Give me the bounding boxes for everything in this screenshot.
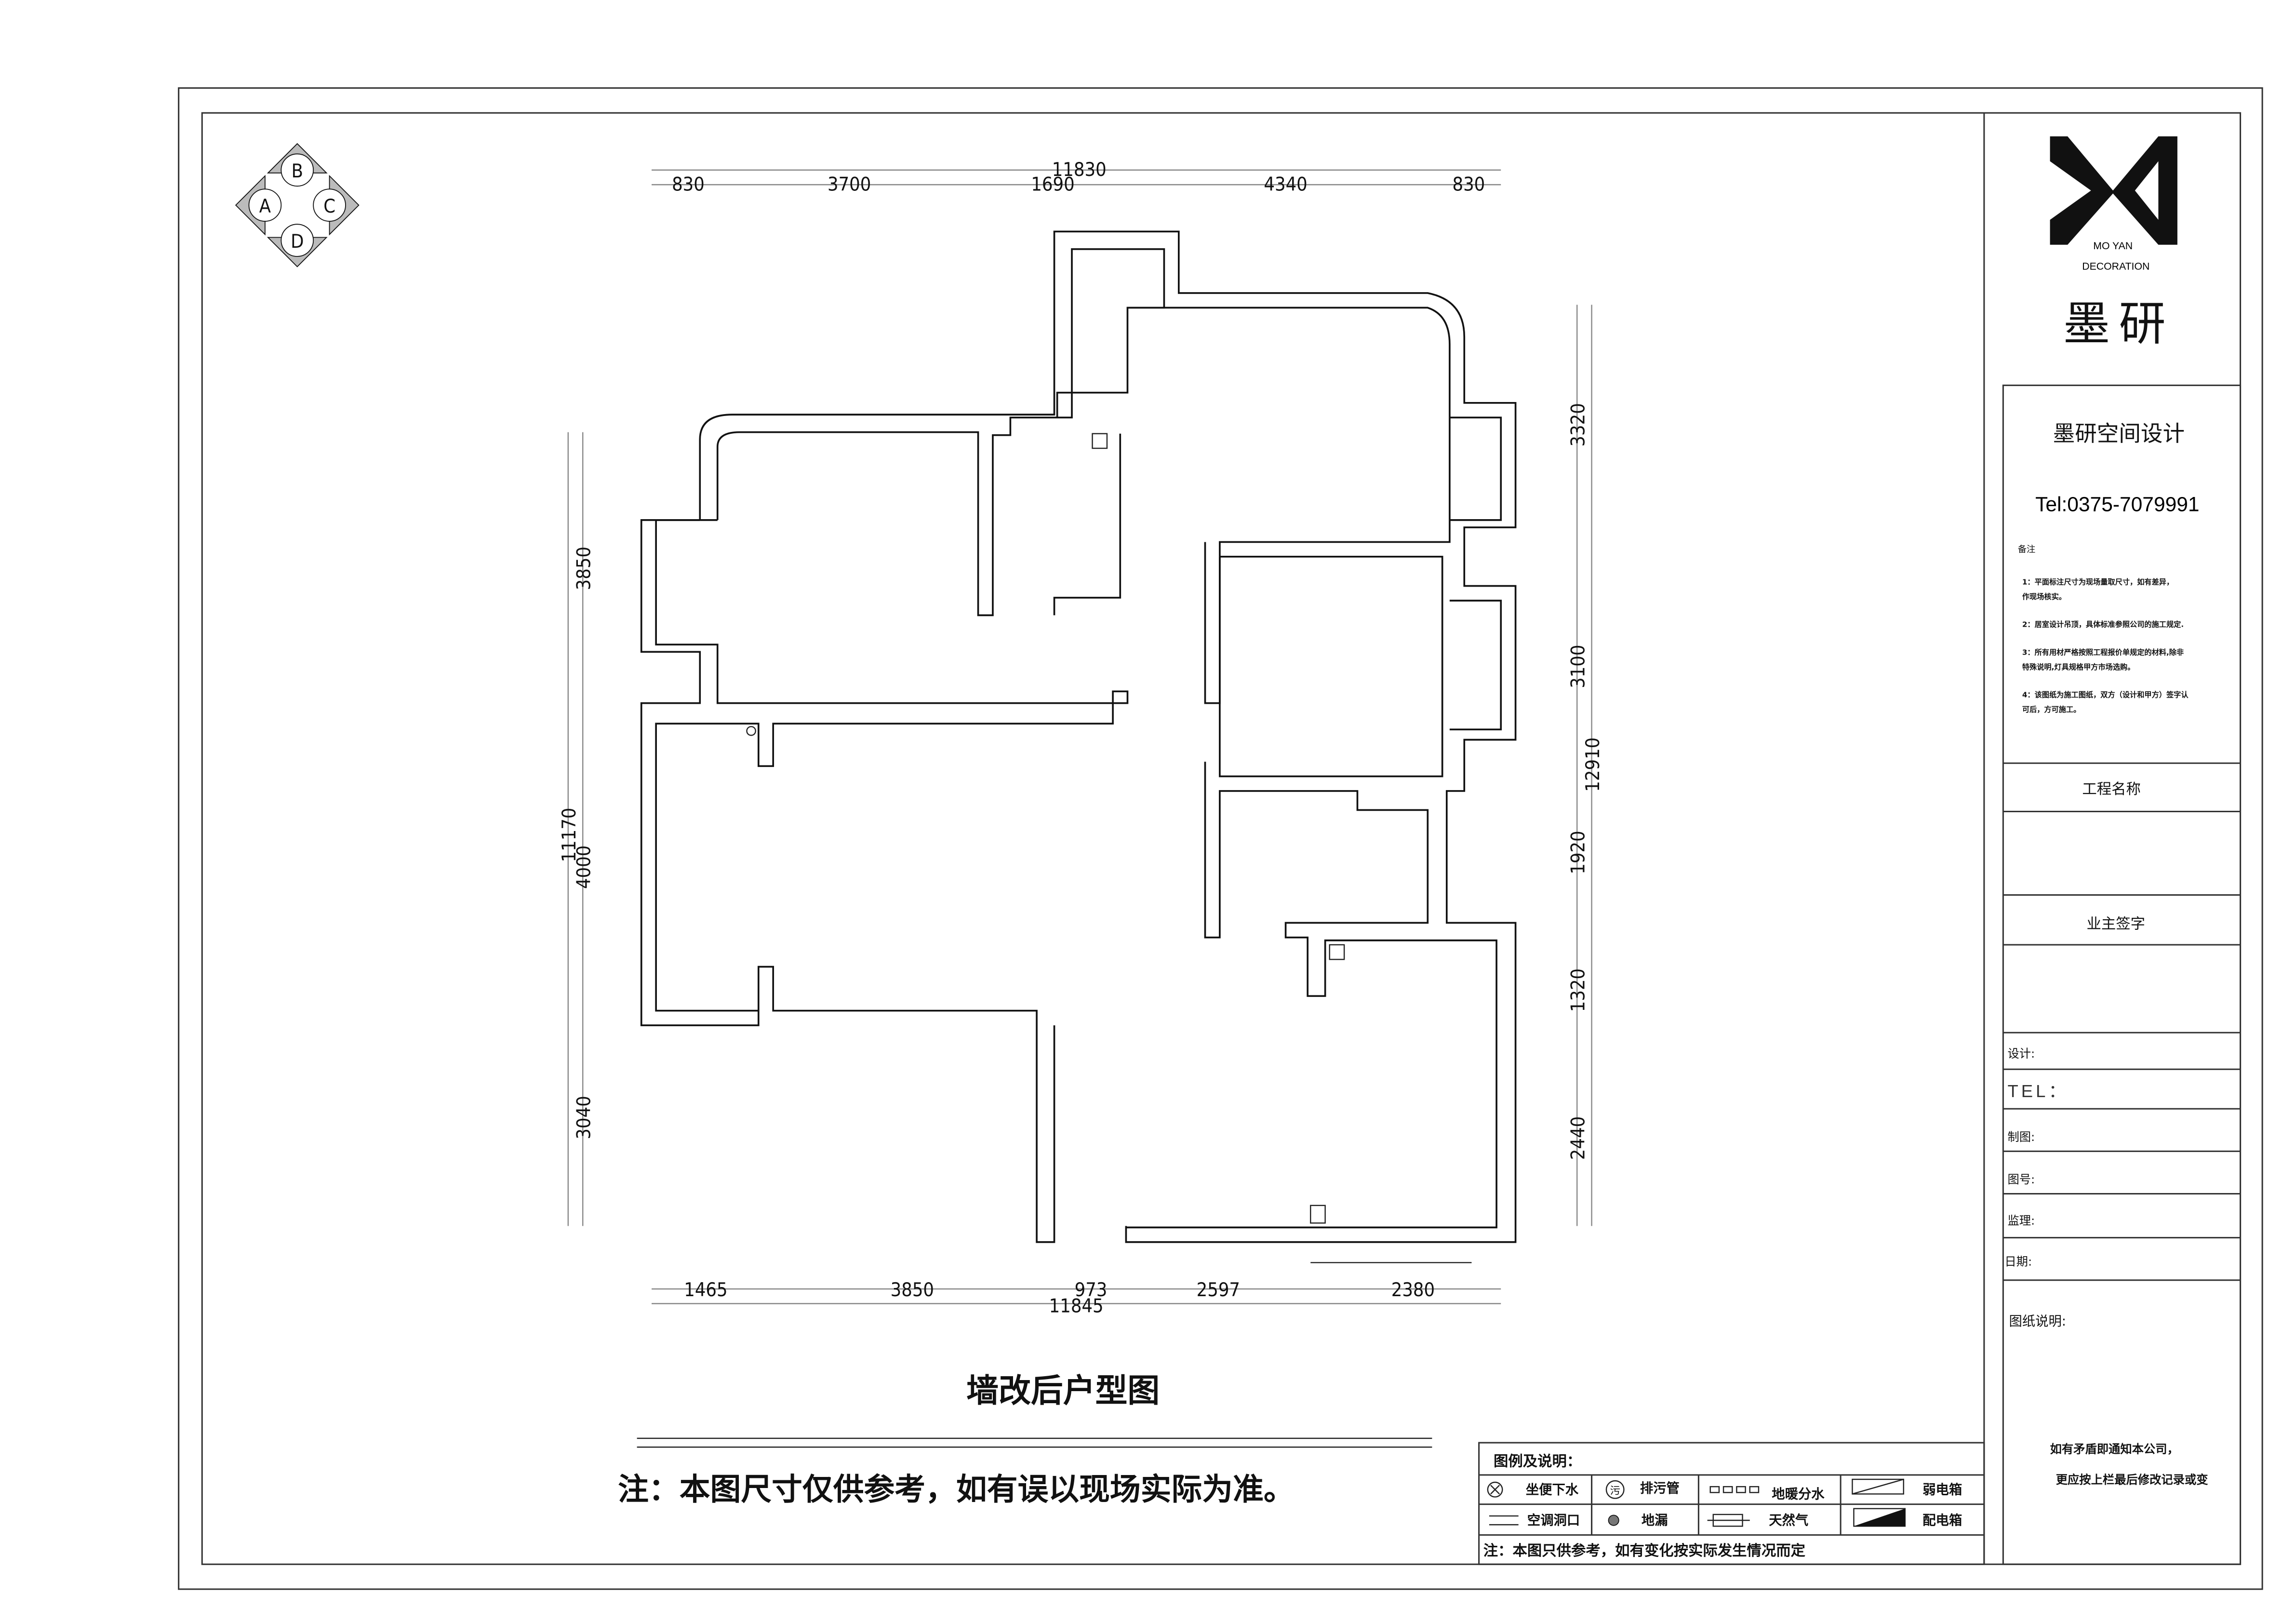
dim-bottom-4: 2597: [1197, 1279, 1240, 1301]
dim-top-5: 830: [1452, 173, 1485, 195]
inner-frame: [201, 112, 2242, 1565]
titleblock-footer-1: 如有矛盾即通知本公司，: [2050, 1442, 2179, 1456]
dim-top-2: 3700: [828, 173, 871, 195]
top-dimensions: 11830 830 3700 1690 4340 830: [652, 159, 1501, 195]
dim-right-3: 1920: [1567, 831, 1589, 874]
dim-top-4: 4340: [1264, 173, 1307, 195]
company-name: 墨研空间设计: [2053, 421, 2185, 446]
dim-left-2: 4000: [573, 845, 595, 889]
compass-label-b: B: [292, 160, 303, 182]
legend-label: 配电箱: [1922, 1513, 1962, 1528]
legend-title: 图例及说明：: [1494, 1453, 1581, 1470]
dim-right-5: 2440: [1567, 1116, 1589, 1160]
designer-field: 设计:: [2007, 1046, 2035, 1060]
svg-text:污: 污: [1610, 1485, 1620, 1497]
sewage-pipe-icon: 污: [1605, 1480, 1625, 1499]
dim-bottom-1: 1465: [684, 1279, 727, 1301]
floor-drain-icon: [1608, 1515, 1619, 1526]
legend-label: 天然气: [1769, 1513, 1808, 1528]
toilet-drain-icon: [1487, 1481, 1503, 1498]
left-dimensions: 3850 11170 4000 3040: [558, 432, 595, 1226]
drawing-description-label: 图纸说明:: [2009, 1314, 2067, 1329]
dim-right-2: 3100: [1567, 645, 1589, 688]
owner-sign-label: 业主签字: [2087, 916, 2145, 933]
brand-name: 墨研: [2063, 296, 2175, 351]
floor-plan-walls: [640, 230, 1517, 1263]
date-field: 日期:: [2004, 1254, 2032, 1268]
drawing-title: 墙改后户型图: [966, 1372, 1160, 1409]
orientation-compass: A B C D: [235, 143, 360, 268]
company-tel: Tel:0375-7079991: [2035, 493, 2199, 516]
dim-top-total: 11830: [1052, 159, 1107, 181]
dim-bottom-2: 3850: [891, 1279, 934, 1301]
drawing-note: 注：本图尺寸仅供参考，如有误以现场实际为准。: [618, 1472, 1295, 1507]
natural-gas-icon: [1707, 1514, 1750, 1527]
dim-right-4: 1320: [1567, 968, 1589, 1012]
remark-line: 2：居室设计吊顶，具体标准参照公司的施工规定.: [2022, 620, 2184, 629]
logo-text-line2: DECORATION: [2082, 260, 2149, 272]
distribution-box-icon: [1853, 1508, 1906, 1527]
remark-line: 1：平面标注尺寸为现场量取尺寸，如有差异，: [2022, 578, 2174, 587]
dim-right-1: 3320: [1567, 403, 1589, 446]
drawing-number-field: 图号:: [2007, 1172, 2035, 1186]
legend-footer: 注：本图只供参考，如有变化按实际发生情况而定: [1483, 1542, 1806, 1559]
legend-label: 地漏: [1642, 1513, 1668, 1528]
remarks-label: 备注: [2018, 545, 2035, 555]
dim-top-3: 1690: [1031, 173, 1074, 195]
remark-line: 3：所有用材严格按照工程报价单规定的材料,除非: [2022, 648, 2184, 657]
legend-label: 排污管: [1640, 1480, 1680, 1496]
remark-line: 作现场核实。: [2022, 592, 2066, 601]
legend-label: 地暖分水: [1772, 1487, 1825, 1502]
dim-left-3: 3040: [573, 1096, 595, 1139]
compass-label-d: D: [291, 230, 304, 253]
dim-left-1: 3850: [573, 547, 595, 590]
remark-line: 4：该图纸为施工图纸，双方（设计和甲方）签字认: [2022, 691, 2189, 699]
project-name-label: 工程名称: [2082, 781, 2140, 798]
dim-bottom-5: 2380: [1391, 1279, 1435, 1301]
logo-text-line1: MO YAN: [2093, 240, 2133, 252]
legend-label: 弱电箱: [1922, 1482, 1962, 1497]
dim-right-total: 12910: [1582, 738, 1604, 792]
title-block: MO YAN DECORATION 墨研 墨研空间设计 Tel:0375-707…: [2002, 136, 2242, 1565]
legend-label: 坐便下水: [1526, 1482, 1579, 1497]
dim-bottom-3: 973: [1075, 1279, 1108, 1301]
tel-field: TEL：: [2007, 1081, 2069, 1101]
compass-label-c: C: [323, 195, 335, 217]
weak-current-box-icon: [1852, 1478, 1904, 1495]
remark-line: 特殊说明,灯具规格甲方市场选购。: [2022, 663, 2135, 671]
legend-label: 空调洞口: [1527, 1513, 1580, 1528]
moyan-logo: MO YAN DECORATION: [2050, 136, 2177, 272]
dim-bottom-total: 11845: [1049, 1295, 1104, 1317]
dim-top-1: 830: [672, 173, 705, 195]
supervisor-field: 监理:: [2007, 1213, 2035, 1227]
right-dimensions: 3320 3100 12910 1920 1320 2440: [1567, 305, 1604, 1226]
legend-table: 图例及说明： 坐便下水 污 排污管 地暖分水 弱电箱 空调洞口 地漏 天然气 配…: [1478, 1442, 1985, 1565]
floor-heating-manifold-icon: [1709, 1486, 1760, 1493]
remark-line: 可后，方可施工。: [2022, 705, 2081, 714]
compass-label-a: A: [259, 195, 271, 217]
ac-hole-icon: [1489, 1515, 1519, 1526]
dim-left-total: 11170: [558, 808, 580, 862]
titleblock-footer-2: 更应按上栏最后修改记录或变: [2056, 1473, 2209, 1487]
outer-frame: [178, 87, 2263, 1590]
bottom-dimensions: 1465 3850 973 2597 2380 11845: [652, 1279, 1501, 1317]
drafter-field: 制图:: [2007, 1130, 2035, 1144]
